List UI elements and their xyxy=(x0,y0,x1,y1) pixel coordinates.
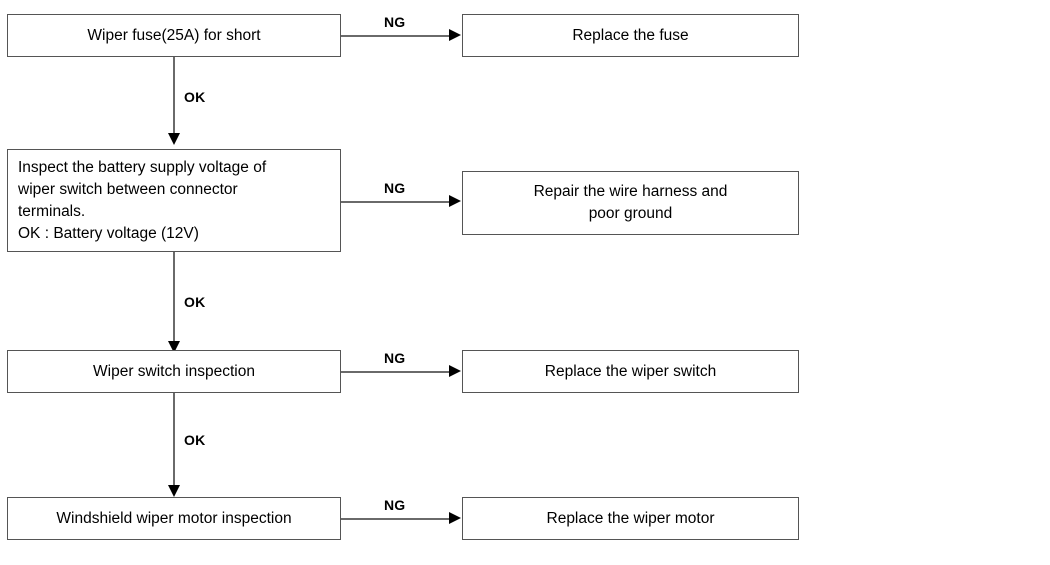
check-box-wiper-fuse: Wiper fuse(25A) for short xyxy=(7,14,341,57)
connector-ng-4 xyxy=(341,518,451,520)
action-box-replace-fuse-label: Replace the fuse xyxy=(572,26,689,44)
edge-label-ng-4: NG xyxy=(384,497,406,513)
connector-ng-2 xyxy=(341,201,451,203)
connector-ng-1 xyxy=(341,35,451,37)
connector-ok-3 xyxy=(173,393,175,488)
arrowhead-ng-4 xyxy=(449,512,461,524)
action-box-replace-switch-label: Replace the wiper switch xyxy=(544,362,717,380)
arrowhead-ok-3 xyxy=(168,485,180,497)
arrowhead-ng-3 xyxy=(449,365,461,377)
action-box-replace-switch: Replace the wiper switch xyxy=(462,350,799,393)
check-box-battery-voltage-label: Inspect the battery supply voltage of wi… xyxy=(18,158,267,242)
arrowhead-ng-1 xyxy=(449,29,461,41)
edge-label-ng-3: NG xyxy=(384,350,406,366)
action-box-repair-harness: Repair the wire harness and poor ground xyxy=(462,171,799,235)
check-box-battery-voltage: Inspect the battery supply voltage of wi… xyxy=(7,149,341,252)
check-box-wiper-motor: Windshield wiper motor inspection xyxy=(7,497,341,540)
action-box-replace-motor: Replace the wiper motor xyxy=(462,497,799,540)
edge-label-ok-1: OK xyxy=(184,89,206,105)
check-box-wiper-motor-label: Windshield wiper motor inspection xyxy=(56,509,292,527)
check-box-wiper-fuse-label: Wiper fuse(25A) for short xyxy=(87,26,261,44)
action-box-replace-fuse: Replace the fuse xyxy=(462,14,799,57)
arrowhead-ok-1 xyxy=(168,133,180,145)
connector-ok-1 xyxy=(173,57,175,135)
action-box-replace-motor-label: Replace the wiper motor xyxy=(546,509,715,527)
edge-label-ok-2: OK xyxy=(184,294,206,310)
connector-ng-3 xyxy=(341,371,451,373)
edge-label-ng-1: NG xyxy=(384,14,406,30)
edge-label-ok-3: OK xyxy=(184,432,206,448)
edge-label-ng-2: NG xyxy=(384,180,406,196)
check-box-wiper-switch: Wiper switch inspection xyxy=(7,350,341,393)
connector-ok-2 xyxy=(173,252,175,344)
arrowhead-ng-2 xyxy=(449,195,461,207)
check-box-wiper-switch-label: Wiper switch inspection xyxy=(93,362,255,380)
action-box-repair-harness-label: Repair the wire harness and poor ground xyxy=(533,183,728,222)
